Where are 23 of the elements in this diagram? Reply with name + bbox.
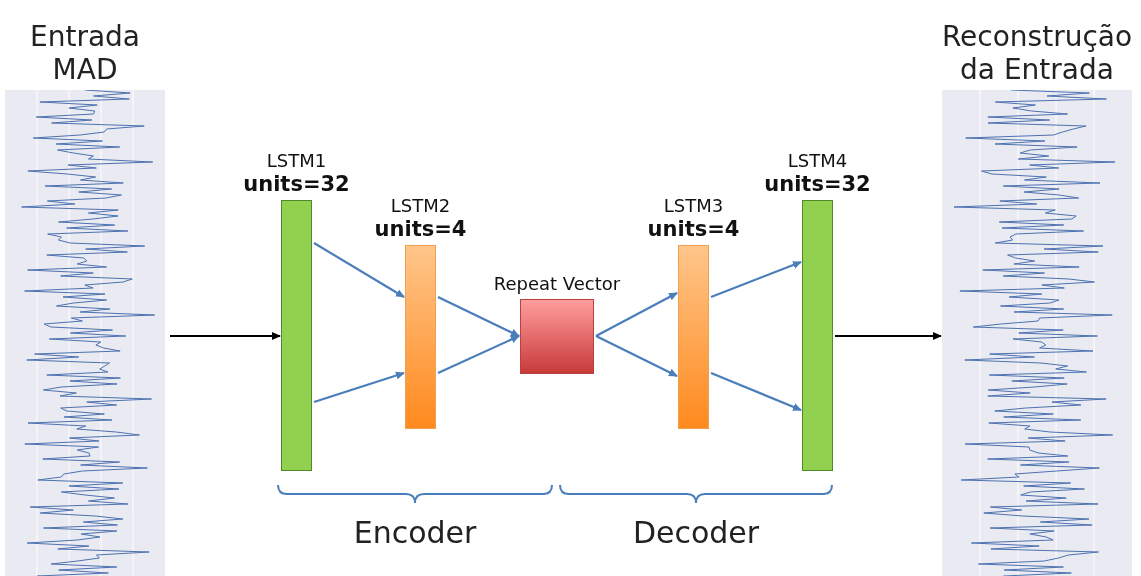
units-label: units=4 [647,216,740,241]
units-label: units=4 [374,216,467,241]
units-label: units=32 [243,171,350,196]
arrow [835,332,942,340]
section-label: Decoder [632,515,760,550]
layer-label: Repeat Vector [493,274,621,295]
panel-heading: Entrada MAD [29,19,141,86]
layer-label: LSTM2 [390,196,451,217]
arrow [710,260,802,299]
layer-label: LSTM3 [663,196,724,217]
arrow [710,372,802,411]
layer-label: LSTM4 [787,151,848,172]
arrow [595,335,678,377]
arrow [437,335,520,374]
arrow [437,296,520,337]
arrow [595,292,678,337]
arrow [313,242,405,298]
arrow [313,371,405,404]
units-label: units=32 [764,171,871,196]
section-label: Encoder [353,515,477,550]
arrow [170,332,281,340]
panel-heading: Reconstrução da Entrada [940,19,1134,86]
layer-label: LSTM1 [266,151,327,172]
